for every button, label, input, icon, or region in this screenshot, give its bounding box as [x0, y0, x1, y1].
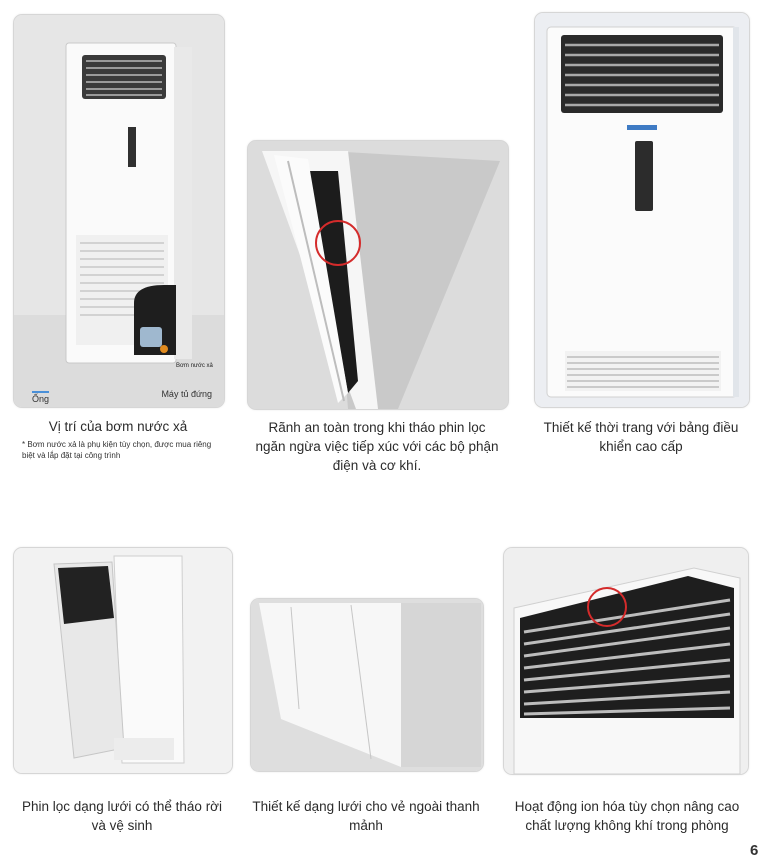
image-card-slim-design	[250, 598, 484, 772]
indoor-unit-front-photo	[535, 13, 749, 407]
image-card-mesh-filter	[13, 547, 233, 774]
caption-drain-pump: Vị trí của bơm nước xả	[48, 419, 188, 434]
mesh-filter-photo	[14, 548, 232, 773]
note-drain-pump: * Bơm nước xả là phụ kiện tùy chọn, được…	[22, 440, 212, 460]
image-card-safety-groove	[247, 140, 509, 410]
drain-pump-label: Bơm nước xả	[176, 363, 213, 369]
caption-mesh-filter: Phin lọc dạng lưới có thể tháo rời và vệ…	[21, 799, 223, 833]
filter-groove-photo	[248, 141, 508, 409]
page-number: 6	[750, 842, 759, 859]
unit-label: Máy tủ đứng	[161, 389, 212, 399]
caption-control-panel: Thiết kế thời trang với bảng điều khiển …	[543, 420, 739, 454]
caption-slim-design: Thiết kế dạng lưới cho vẻ ngoài thanh mả…	[252, 799, 480, 833]
ionizer-grille-photo	[504, 548, 748, 774]
image-card-ionizer	[503, 547, 749, 775]
caption-ionizer: Hoạt động ion hóa tùy chọn nâng cao chất…	[514, 799, 740, 833]
pipe-label: Ống	[32, 391, 50, 404]
caption-safety-groove: Rãnh an toàn trong khi tháo phin lọc ngă…	[255, 420, 499, 473]
slim-design-photo	[251, 599, 483, 771]
image-card-control-panel	[534, 12, 750, 408]
image-card-drain-pump: Bơm nước xả Ống Máy tủ đứng	[13, 14, 225, 408]
floor-standing-unit-photo	[14, 15, 224, 407]
